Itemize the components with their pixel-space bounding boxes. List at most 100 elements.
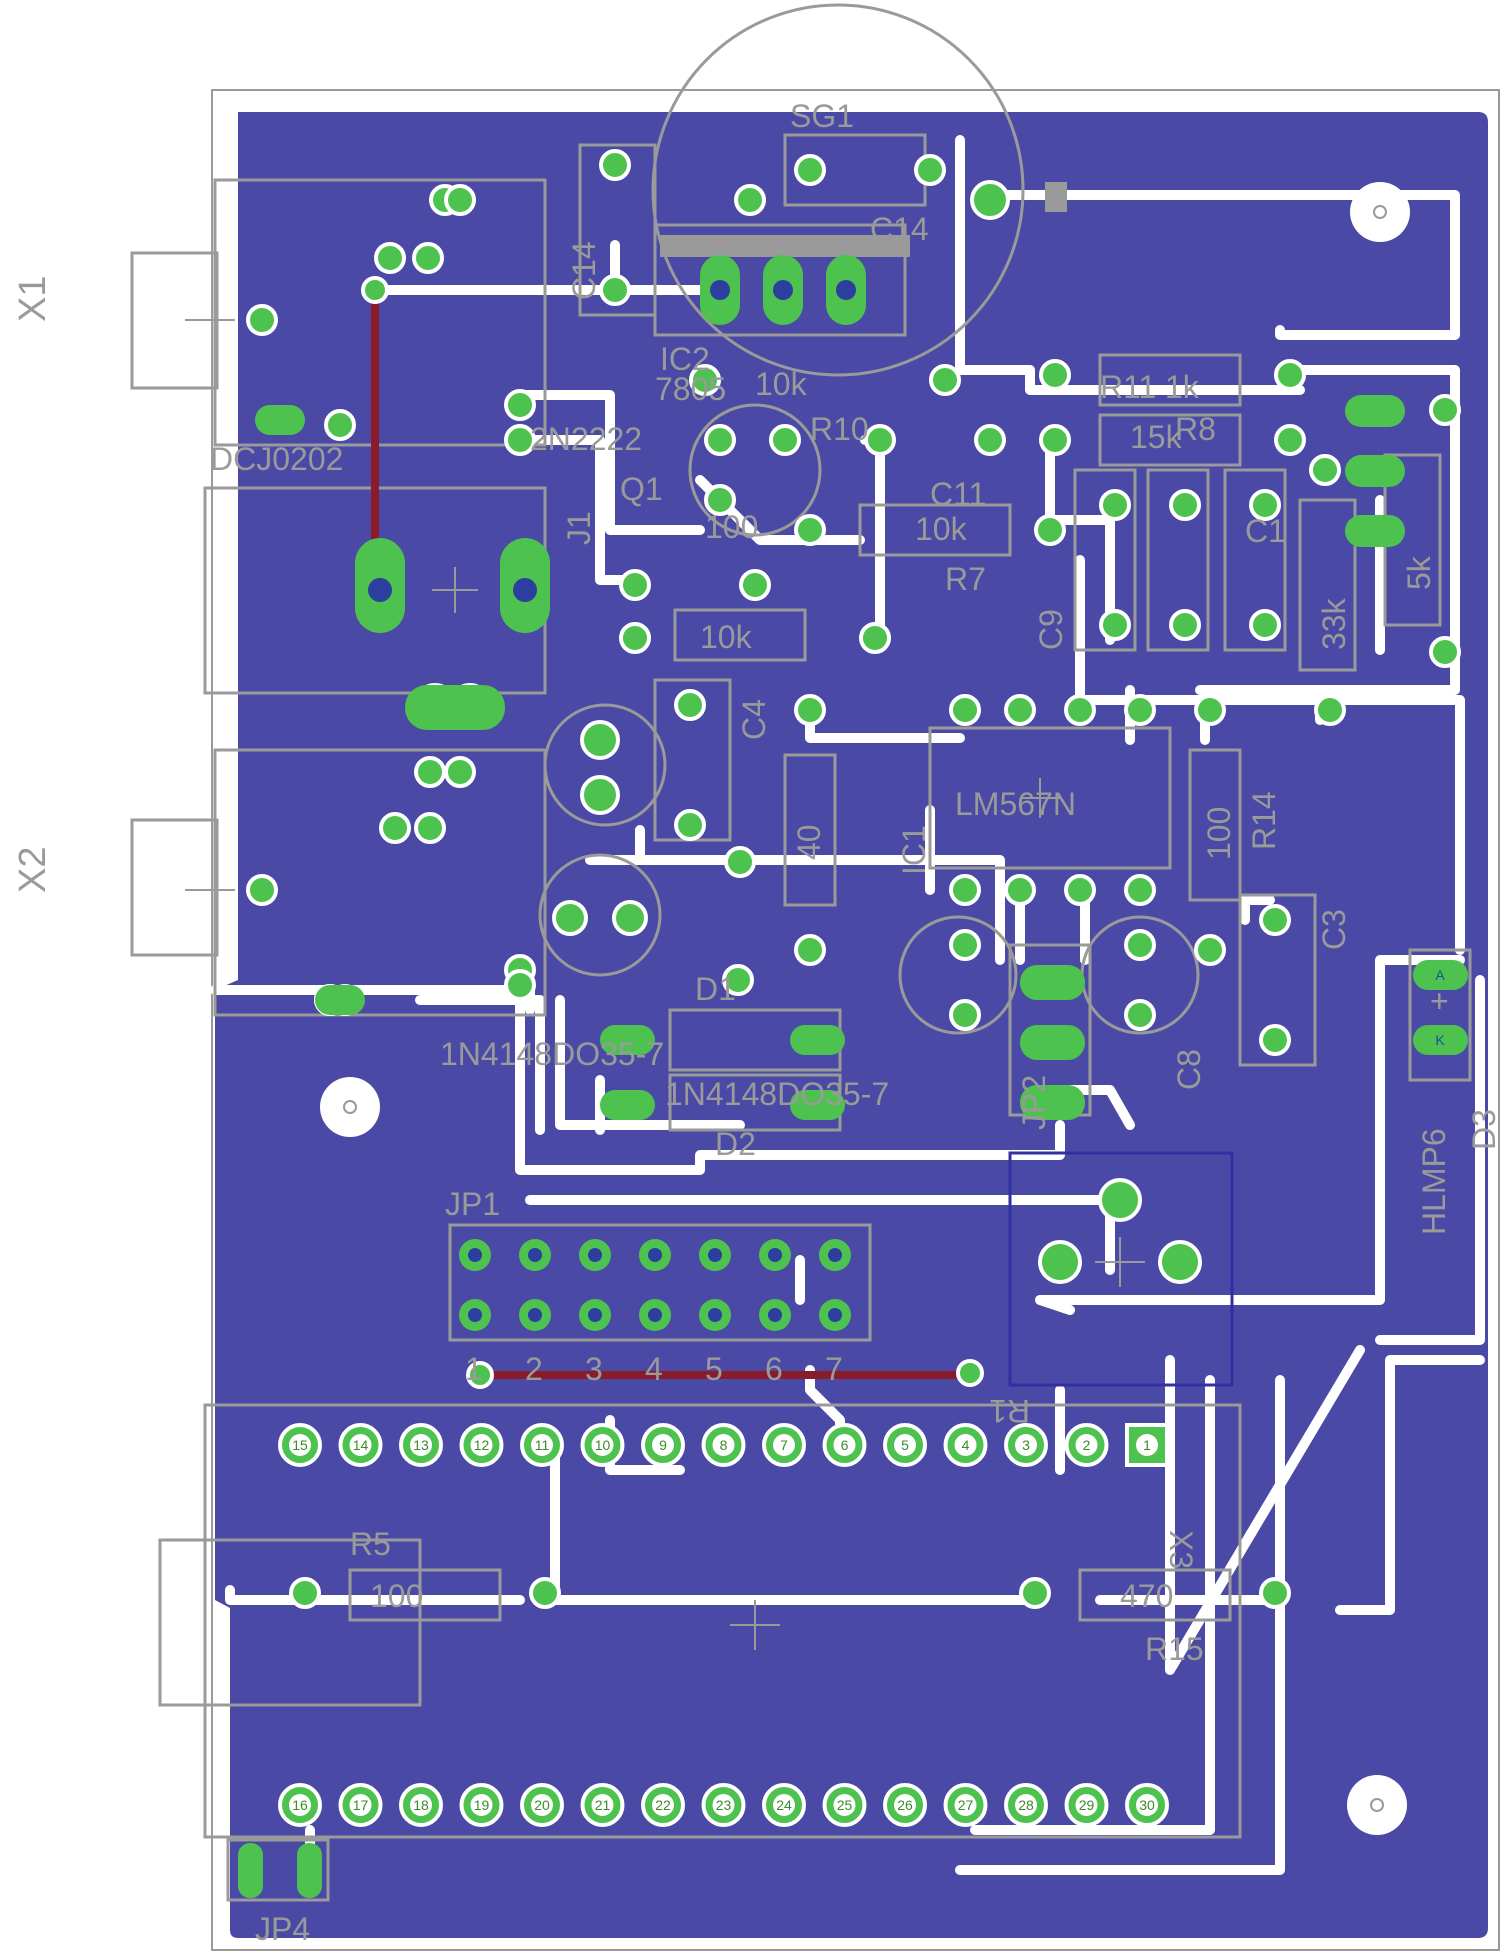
header-pin-hole [289, 1434, 311, 1456]
r7-outline [858, 503, 1012, 557]
c-mid2-outline [1223, 468, 1287, 652]
header-pin-label: 30 [1139, 1797, 1155, 1813]
header-pin-hole [773, 1434, 795, 1456]
header-pin-hole [410, 1434, 432, 1456]
label-c11: C11 [930, 476, 986, 512]
header-pin-hole [410, 1794, 432, 1816]
header-pin: 29 [1064, 1783, 1109, 1827]
label-c13: C14 [566, 241, 602, 300]
header-pin: 20 [520, 1783, 564, 1827]
c3-outline [1238, 893, 1317, 1067]
label-r5-val: 100 [370, 1578, 423, 1614]
header-pin-hole [1136, 1794, 1158, 1816]
header-pin: 1 [1125, 1423, 1169, 1467]
label-r7-val: 10k [915, 511, 968, 547]
header-pin-label: 7 [780, 1437, 788, 1453]
jp1-outline [448, 1223, 872, 1342]
header-pin-label: 22 [655, 1797, 671, 1813]
header-pin-label: 4 [962, 1437, 970, 1453]
header-pin: 4 [943, 1423, 988, 1467]
pad-dcj [355, 538, 550, 633]
c13-outline [578, 143, 657, 317]
header-pin-hole [894, 1794, 916, 1816]
jp1-col-2: 2 [525, 1351, 543, 1387]
regulator-tab [660, 182, 1067, 257]
d3-outline [1408, 948, 1472, 1082]
header-pin: 14 [338, 1423, 383, 1467]
header-pin: 5 [883, 1423, 927, 1467]
label-r14-val: 100 [1201, 807, 1237, 860]
label-j1: J1 [561, 511, 597, 545]
c9-outline [1073, 468, 1137, 652]
header-pin-hole [894, 1434, 916, 1456]
r11-outline [1098, 353, 1242, 407]
label-r40: 40 [791, 824, 827, 860]
header-pin-hole [712, 1434, 735, 1456]
label-r33k: 33k [1316, 597, 1352, 650]
header-pin-hole [652, 1434, 674, 1456]
label-r8-val: 15k [1130, 419, 1183, 455]
label-c8: C8 [1171, 1049, 1207, 1090]
header-pin: 30 [1125, 1783, 1169, 1827]
header-pin-hole [1015, 1794, 1037, 1816]
label-jp2: JP2 [1016, 1075, 1052, 1130]
x3-plug [158, 1538, 422, 1707]
header-pin: 28 [1004, 1783, 1048, 1827]
mounting-holes [320, 182, 1410, 1835]
label-c4: C4 [736, 699, 772, 740]
r10-outline [673, 608, 807, 662]
labels: X1 X2 SG1 DCJ0202 2N2222 Q1 IC2 7805 C14… [12, 98, 1502, 1947]
header-pin-label: 10 [595, 1437, 611, 1453]
header-pin: 16 [278, 1783, 322, 1827]
label-sg1: SG1 [790, 98, 854, 134]
header-pin-hole [712, 1794, 735, 1816]
label-d1-type: 1N4148DO35-7 [440, 1036, 664, 1072]
header-pin-label: 1 [1143, 1437, 1151, 1453]
header-pin: 2 [1064, 1423, 1109, 1467]
header-pin-hole [1015, 1434, 1037, 1456]
label-r7: R7 [945, 561, 986, 597]
jp1-col-1: 1 [465, 1351, 483, 1387]
r5-outline [348, 1568, 502, 1622]
header-pin-label: 23 [716, 1797, 732, 1813]
header-pin-label: 20 [534, 1797, 550, 1813]
label-r5: R5 [350, 1526, 391, 1562]
jp1-col-7: 7 [825, 1351, 843, 1387]
q1-outline [688, 403, 822, 537]
header-pin-hole [591, 1434, 614, 1456]
pads [238, 149, 1468, 1898]
sg1-outline [651, 3, 1025, 377]
label-d3-type: HLMP6 [1416, 1128, 1452, 1235]
label-r11-val: 1k [1165, 369, 1200, 405]
c-ic-elec1 [898, 915, 1018, 1035]
label-q1-type: 2N2222 [530, 421, 642, 457]
x1-outline [213, 178, 547, 447]
header-pin-hole [289, 1794, 311, 1816]
label-r-100: 100 [705, 509, 758, 545]
r8-outline [1098, 413, 1242, 467]
label-dcj: DCJ0202 [210, 441, 343, 477]
header-pin: 11 [520, 1423, 564, 1467]
label-led-a: A [1435, 967, 1445, 983]
header-pin-hole [591, 1794, 614, 1816]
label-r8: R8 [1175, 411, 1216, 447]
label-d3: D3 [1466, 1109, 1502, 1150]
header-pin-hole [954, 1794, 977, 1816]
label-d1: D1 [695, 971, 736, 1007]
board-outline [211, 89, 1500, 1951]
header-pin: 7 [762, 1423, 806, 1467]
label-d2-type: 1N4148DO35-7 [665, 1076, 889, 1112]
label-c1: C1 [1245, 513, 1286, 549]
label-r15-val: 470 [1120, 1578, 1173, 1614]
r14-outline [1188, 748, 1242, 902]
header-pin-label: 29 [1079, 1797, 1095, 1813]
header-pin-hole [531, 1434, 553, 1456]
label-r11: R11 [1100, 369, 1156, 405]
label-ic1: IC1 [896, 825, 932, 875]
header-pin: 18 [399, 1783, 443, 1827]
header-pin: 3 [1004, 1423, 1048, 1467]
header-pin-hole [349, 1434, 372, 1456]
header-pin-hole [773, 1794, 795, 1816]
header-pin-label: 12 [474, 1437, 490, 1453]
